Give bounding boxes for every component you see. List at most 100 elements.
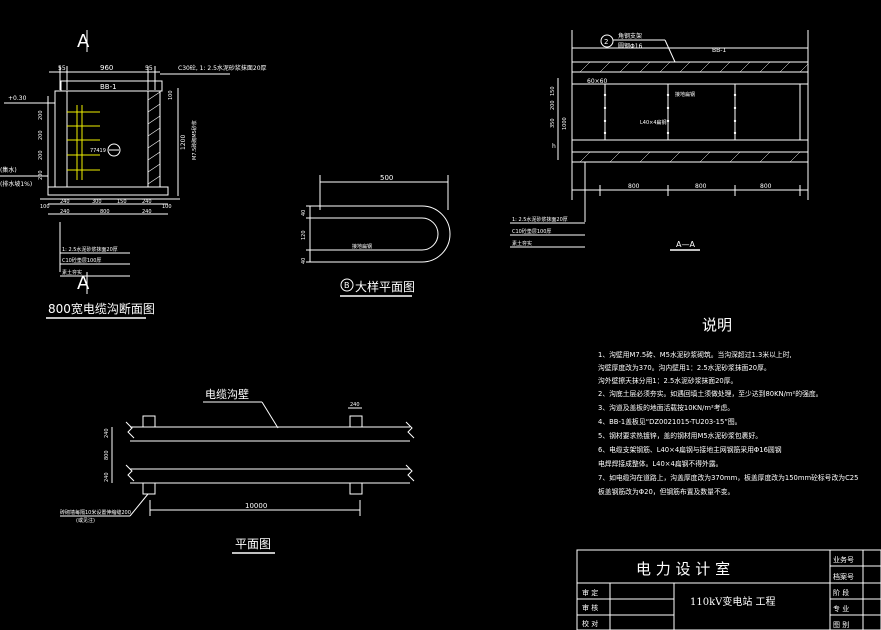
detail-inner-label: 接地扁钢 [352, 243, 372, 250]
note-line-3: 沟外壁擦天抹分用1：2.5水泥砂浆抹面20厚。 [598, 376, 737, 385]
u-shape-outer [320, 205, 451, 263]
aa-bracket-dots [603, 93, 737, 135]
aa-base [571, 151, 809, 163]
svg-text:200: 200 [38, 150, 44, 160]
note-line-4: 2、沟底土层必须夯实。如遇回填土须做处理，至少达到80KN/m²的强度。 [598, 389, 822, 398]
svg-text:200: 200 [550, 100, 556, 110]
notes-title: 说明 [702, 316, 732, 334]
plan-top-right-dim: 240 [350, 402, 360, 408]
left-wall [54, 90, 68, 188]
svg-text:200: 200 [38, 130, 44, 140]
section-800-cable-trench: A A 55 960 55 C30砼, 1: 2.5水泥砂浆抹面20厚 BB-1 [0, 30, 267, 319]
cable-brackets [67, 105, 100, 180]
aa-inner-label-1: 接地扁钢 [675, 91, 695, 98]
svg-text:阶 段: 阶 段 [833, 588, 849, 597]
svg-text:300: 300 [92, 199, 102, 205]
svg-text:100: 100 [162, 204, 172, 210]
svg-text:审 定: 审 定 [582, 588, 598, 597]
note-line-8: 6、电缆支架钢筋、L40×4扁钢与接地主网钢筋采用Φ16圆钢 [598, 445, 782, 454]
svg-text:业务号: 业务号 [833, 555, 854, 564]
aa-layer-note-2: C10砼垫层100厚 [512, 228, 551, 235]
left-note-1: (集水) [0, 166, 17, 174]
aa-dim-6060: 60×60 [587, 78, 607, 85]
note-line-5: 3、沟道及盖板的地面活载按10KN/m²考虑。 [598, 403, 734, 412]
u-shape-inner [320, 217, 439, 251]
svg-text:专 业: 专 业 [833, 604, 849, 613]
svg-text:240: 240 [104, 428, 110, 438]
plan-length-dim: 10000 [245, 502, 267, 510]
top-note: C30砼, 1: 2.5水泥砂浆抹面20厚 [178, 64, 267, 72]
svg-text:审 核: 审 核 [582, 603, 598, 612]
plan-title: 平面图 [235, 537, 271, 551]
note-line-2: 沟壁厚度改为370。沟内壁用1：2.5水泥砂浆抹面20厚。 [598, 363, 771, 372]
svg-text:800: 800 [104, 450, 110, 460]
title-block-frame [576, 549, 881, 630]
top-dim-960: 960 [100, 64, 113, 72]
left-level: +0.30 [8, 95, 27, 102]
svg-text:1000: 1000 [562, 117, 568, 130]
aa-slab-label: BB-1 [712, 47, 726, 54]
section-mark-a-top: A [77, 31, 90, 52]
detail-top-dim: 500 [380, 174, 393, 182]
svg-text:1200: 1200 [180, 135, 187, 150]
left-note-2: (排水坡1%) [0, 180, 32, 188]
svg-text:100: 100 [40, 204, 50, 210]
svg-text:800: 800 [100, 209, 110, 215]
note-line-9: 电焊焊接成整体。L40×4扁钢不得外露。 [598, 459, 722, 468]
detail-b-title: 大样平面图 [355, 279, 415, 294]
aa-top-note: 角钢支架 [618, 32, 642, 40]
trench-base [47, 186, 169, 196]
svg-text:240: 240 [142, 199, 152, 205]
plan-view: 电缆沟壁 240 240 800 240 砖砌墙每隔10米设置伸缩缝200 (或… [60, 387, 415, 554]
title-block-project: 110kV变电站 工程 [690, 595, 776, 608]
svg-text:100: 100 [168, 90, 174, 100]
detail-b-plan: 500 40 120 40 接地扁钢 B 大样平面图 [301, 174, 451, 297]
layer-note-2: C10砼垫层100厚 [62, 257, 101, 264]
note-line-7: 5、钢材要求热镀锌，盖的钢材用M5水泥砂浆包裹好。 [598, 431, 762, 440]
svg-text:2: 2 [604, 38, 608, 46]
plan-left-note-2: (或见注) [76, 517, 95, 524]
notes-block: 说明 1、沟壁用M7.5砖、M5水泥砂浆砌筑。当沟深超过1.3米以上时, 沟壁厚… [598, 316, 858, 496]
aa-title: A—A [676, 240, 695, 249]
svg-text:200: 200 [38, 110, 44, 120]
section-aa: 2 角钢支架 圆钢Φ16 BB-1 60×60 [510, 30, 809, 251]
svg-text:150: 150 [550, 86, 556, 96]
svg-text:图 别: 图 别 [833, 620, 849, 629]
svg-text:h: h [552, 143, 556, 150]
layer-note-1: 1: 2.5水泥砂浆抹面20厚 [62, 246, 118, 253]
note-line-10: 7、如电缆沟在道路上，沟盖厚度改为370mm，板盖厚度改为150mm砼标号改为C… [598, 473, 858, 482]
aa-layer-note-3: 素土夯实 [512, 240, 532, 247]
aa-inner-label-2: L40×4扁钢 [640, 119, 667, 126]
aa-layer-note-1: 1: 2.5水泥砂浆抹面20厚 [512, 216, 568, 223]
svg-text:200: 200 [38, 170, 44, 180]
svg-text:240: 240 [104, 472, 110, 482]
svg-text:800: 800 [695, 183, 707, 190]
section-800-title: 800宽电缆沟断面图 [48, 301, 155, 316]
note-line-11: 板盖钢筋改为Φ20，但钢筋布置及数量不变。 [598, 487, 734, 496]
svg-text:40: 40 [301, 258, 307, 264]
ground-symbol-circle [107, 143, 121, 157]
svg-text:150: 150 [117, 199, 127, 205]
cover-slab-bb1 [60, 80, 163, 92]
detail-b-circle [340, 278, 354, 292]
slab-label: BB-1 [100, 83, 117, 91]
svg-text:800: 800 [760, 183, 772, 190]
svg-text:120: 120 [301, 230, 307, 240]
svg-text:350: 350 [550, 118, 556, 128]
aa-top-note2: 圆钢Φ16 [618, 42, 643, 50]
svg-text:B: B [344, 281, 350, 290]
aa-note-circle [600, 34, 614, 48]
svg-text:240: 240 [142, 209, 152, 215]
svg-text:240: 240 [60, 199, 70, 205]
title-block: 电 力 设 计 室 110kV变电站 工程 审 定 审 核 校 对 业务号 档案… [576, 549, 881, 630]
note-line-1: 1、沟壁用M7.5砖、M5水泥砂浆砌筑。当沟深超过1.3米以上时, [598, 350, 792, 359]
bracket-label: 77419 [90, 148, 106, 154]
title-block-office: 电 力 设 计 室 [636, 560, 730, 578]
top-dim-55-left: 55 [58, 65, 66, 72]
note-line-6: 4、BB-1盖板见“DZ0021015-TU203-15”图。 [598, 417, 741, 426]
svg-text:校 对: 校 对 [582, 619, 598, 628]
plan-left-note-1: 砖砌墙每隔10米设置伸缩缝200 [60, 509, 131, 516]
aa-bracket-posts [604, 84, 801, 140]
right-note: M7.5砖砌M5砂浆 [191, 120, 198, 160]
